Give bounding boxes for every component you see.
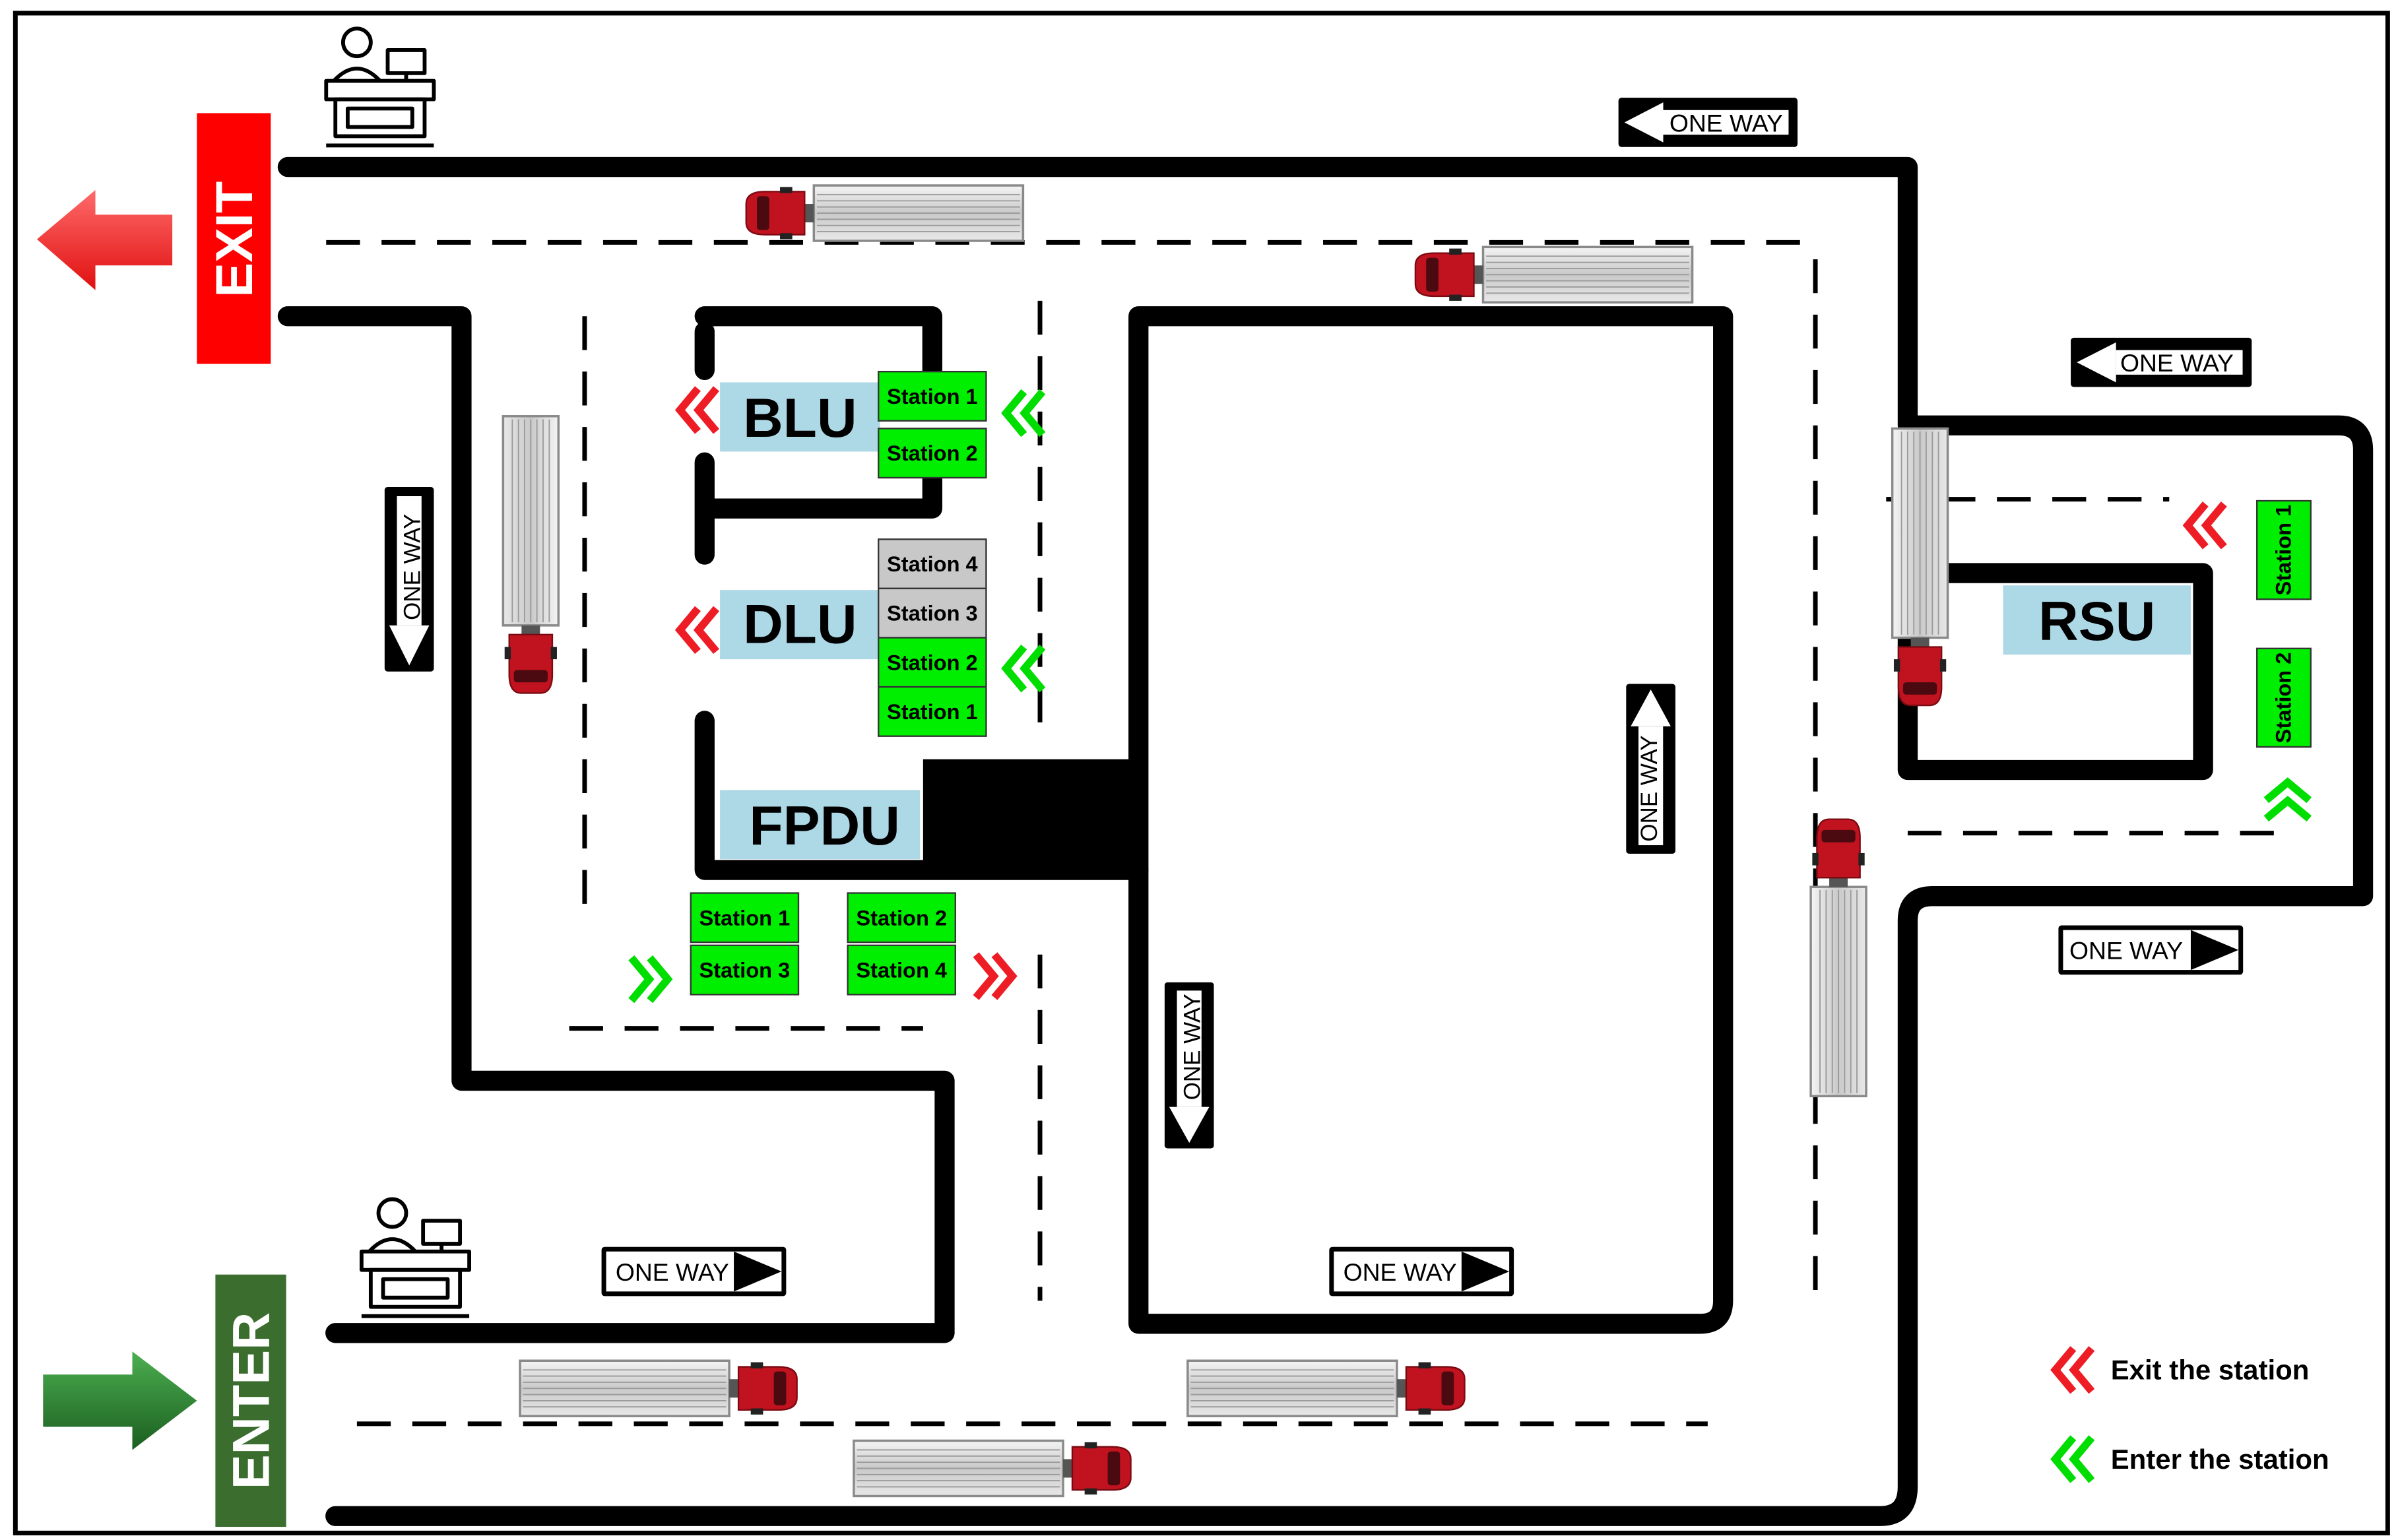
- chevron-enter-fpdu-icon: [634, 961, 668, 998]
- chevron-exit-dlu-icon: [680, 612, 713, 649]
- unit-dlu: DLU: [720, 590, 880, 660]
- exit-sign: [197, 113, 271, 364]
- unit-fpdu: FPDU: [720, 790, 921, 860]
- svg-text:Station 1: Station 1: [887, 384, 978, 408]
- dlu-station-1: Station 1: [878, 686, 987, 737]
- unit-rsu: RSU: [2003, 585, 2191, 655]
- truck-bottom-2: [1186, 1359, 1466, 1417]
- svg-text:DLU: DLU: [743, 593, 857, 655]
- svg-text:ONE WAY: ONE WAY: [1670, 109, 1783, 137]
- one-way-sign-top: ONE WAY: [1618, 98, 1798, 147]
- svg-text:Station 1: Station 1: [2271, 505, 2295, 596]
- one-way-sign-left-vertical: ONE WAY: [384, 487, 434, 672]
- truck-left-vertical: [502, 415, 560, 695]
- fpdu-station-1: Station 1: [690, 892, 800, 944]
- svg-text:BLU: BLU: [743, 387, 857, 449]
- legend-enter-label: Enter the station: [2111, 1444, 2329, 1475]
- fpdu-station-4: Station 4: [847, 944, 956, 996]
- enter-sign: [215, 1274, 286, 1527]
- svg-text:ONE WAY: ONE WAY: [616, 1258, 729, 1286]
- chevron-enter-dlu-icon: [1006, 650, 1040, 687]
- chevron-enter-blu-icon: [1006, 395, 1040, 432]
- truck-bottom-1: [519, 1359, 798, 1417]
- blu-station-1: Station 1: [878, 370, 987, 422]
- unit-blu: BLU: [720, 382, 880, 452]
- svg-text:ONE WAY: ONE WAY: [2120, 349, 2234, 377]
- legend-exit-label: Exit the station: [2111, 1355, 2310, 1386]
- fpdu-station-2: Station 2: [847, 892, 956, 944]
- dlu-station-4: Station 4: [878, 538, 987, 590]
- chevron-exit-blu-icon: [680, 391, 713, 428]
- truck-right-vertical-1: [1891, 427, 1949, 707]
- svg-text:Station 1: Station 1: [699, 905, 791, 930]
- one-way-sign-center-down: ONE WAY: [1164, 982, 1214, 1149]
- blu-station-2: Station 2: [878, 428, 987, 479]
- svg-text:ONE WAY: ONE WAY: [1637, 735, 1662, 841]
- fpdu-station-3: Station 3: [690, 944, 800, 996]
- legend-exit-chevron-icon: [2056, 1351, 2089, 1388]
- one-way-sign-rsu-bottom: ONE WAY: [2058, 925, 2244, 975]
- svg-text:ONE WAY: ONE WAY: [1344, 1258, 1457, 1286]
- svg-text:RSU: RSU: [2038, 590, 2155, 652]
- svg-text:ONE WAY: ONE WAY: [2069, 937, 2183, 965]
- svg-text:Station 1: Station 1: [887, 699, 978, 724]
- svg-text:ONE WAY: ONE WAY: [1179, 994, 1205, 1100]
- truck-bottom-3: [853, 1439, 1132, 1498]
- rsu-station-1: Station 1: [2256, 499, 2312, 600]
- one-way-sign-bottom-left: ONE WAY: [601, 1246, 787, 1297]
- fpdu-connector: [923, 759, 1148, 880]
- svg-text:Station 2: Station 2: [856, 905, 947, 930]
- cashier-icon-top: [324, 26, 436, 148]
- svg-text:Station 4: Station 4: [887, 552, 978, 576]
- one-way-sign-bottom-center: ONE WAY: [1329, 1246, 1514, 1297]
- one-way-sign-rsu-top: ONE WAY: [2071, 337, 2252, 387]
- svg-text:Station 3: Station 3: [699, 958, 791, 982]
- one-way-sign-center-up: ONE WAY: [1626, 684, 1675, 854]
- chevron-enter-rsu-icon: [2269, 783, 2306, 816]
- truck-top-2: [1414, 245, 1694, 304]
- legend-enter-chevron-icon: [2056, 1440, 2089, 1477]
- enter-label: ENTER: [222, 1312, 280, 1490]
- svg-text:Station 3: Station 3: [887, 601, 978, 626]
- svg-text:Station 2: Station 2: [887, 441, 978, 465]
- legend: Exit the station Enter the station: [2056, 1351, 2329, 1477]
- chevron-exit-fpdu-icon: [979, 957, 1012, 994]
- cashier-icon-bottom: [359, 1197, 471, 1318]
- diagram-frame: [13, 11, 2390, 1535]
- svg-text:Station 2: Station 2: [2271, 653, 2295, 744]
- svg-text:ONE WAY: ONE WAY: [399, 514, 425, 620]
- truck-top-1: [744, 184, 1025, 242]
- road-walls: [277, 156, 2374, 1526]
- lane-markings: [326, 240, 2290, 1427]
- dlu-station-2: Station 2: [878, 637, 987, 688]
- rsu-station-2: Station 2: [2256, 647, 2312, 748]
- chevron-exit-rsu-icon: [2188, 507, 2221, 544]
- enter-arrow-icon: [43, 1351, 197, 1450]
- dlu-station-3: Station 3: [878, 587, 987, 639]
- exit-label: EXIT: [205, 181, 263, 298]
- truck-right-vertical-2: [1809, 818, 1867, 1098]
- exit-arrow-icon: [36, 190, 173, 290]
- svg-text:FPDU: FPDU: [749, 794, 899, 856]
- svg-text:Station 4: Station 4: [856, 958, 947, 982]
- svg-text:Station 2: Station 2: [887, 650, 978, 674]
